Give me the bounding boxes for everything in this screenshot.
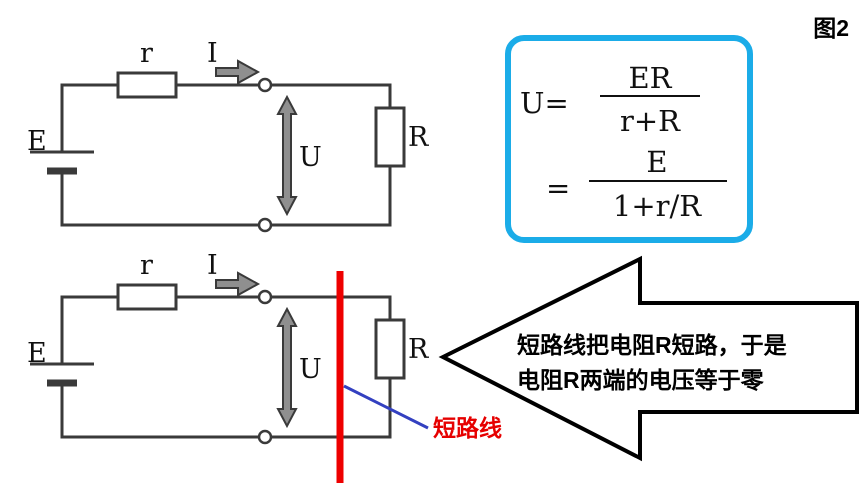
current-arrow-icon	[215, 271, 261, 297]
resistor-R-box	[374, 106, 406, 168]
circuit-bottom-diagram: E r I U R	[27, 250, 429, 445]
formula-equals: =	[546, 171, 570, 205]
node-terminal-top	[257, 77, 273, 93]
fraction2-denominator: 1+r/R	[613, 189, 702, 223]
current-label: I	[207, 250, 218, 281]
resistor-r-box	[116, 283, 178, 311]
node-terminal-bottom	[257, 217, 273, 233]
voltage-double-arrow-icon	[276, 94, 298, 217]
formula-box-border	[505, 35, 753, 243]
current-arrow-icon	[215, 59, 261, 85]
callout-arrow: 短路线把电阻R短路，于是 电阻R两端的电压等于零	[438, 255, 859, 462]
node-terminal-bottom	[257, 429, 273, 445]
voltage-label: U	[299, 354, 322, 385]
node-terminal-top	[257, 289, 273, 305]
pointer-line	[343, 384, 429, 430]
formula-lhs: U=	[520, 86, 569, 120]
voltage-double-arrow-icon	[276, 306, 298, 429]
load-resistance-label: R	[408, 334, 429, 365]
fraction1-denominator: r+R	[620, 104, 681, 138]
short-circuit-annotation: 短路线	[336, 271, 502, 483]
fraction1-numerator: ER	[628, 61, 672, 95]
current-label: I	[207, 38, 218, 69]
circuit-top-diagram: E r I U R	[27, 38, 429, 233]
callout-text-line2: 电阻R两端的电压等于零	[517, 367, 765, 393]
load-resistance-label: R	[408, 122, 429, 153]
emf-label: E	[27, 338, 47, 369]
internal-resistance-label: r	[140, 250, 153, 281]
emf-label: E	[27, 126, 47, 157]
internal-resistance-label: r	[140, 38, 153, 69]
resistor-R-box	[374, 318, 406, 380]
short-circuit-label: 短路线	[433, 415, 502, 441]
voltage-label: U	[299, 142, 322, 173]
fraction2-numerator: E	[646, 145, 667, 179]
circuit-loop-wire	[60, 83, 392, 227]
figure-title: 图2	[813, 15, 849, 41]
left-block-arrow-shape	[438, 255, 859, 462]
resistor-r-box	[116, 71, 178, 99]
formula-box: U= ER r+R = E 1+r/R	[505, 35, 753, 243]
callout-text-line1: 短路线把电阻R短路，于是	[517, 332, 787, 358]
